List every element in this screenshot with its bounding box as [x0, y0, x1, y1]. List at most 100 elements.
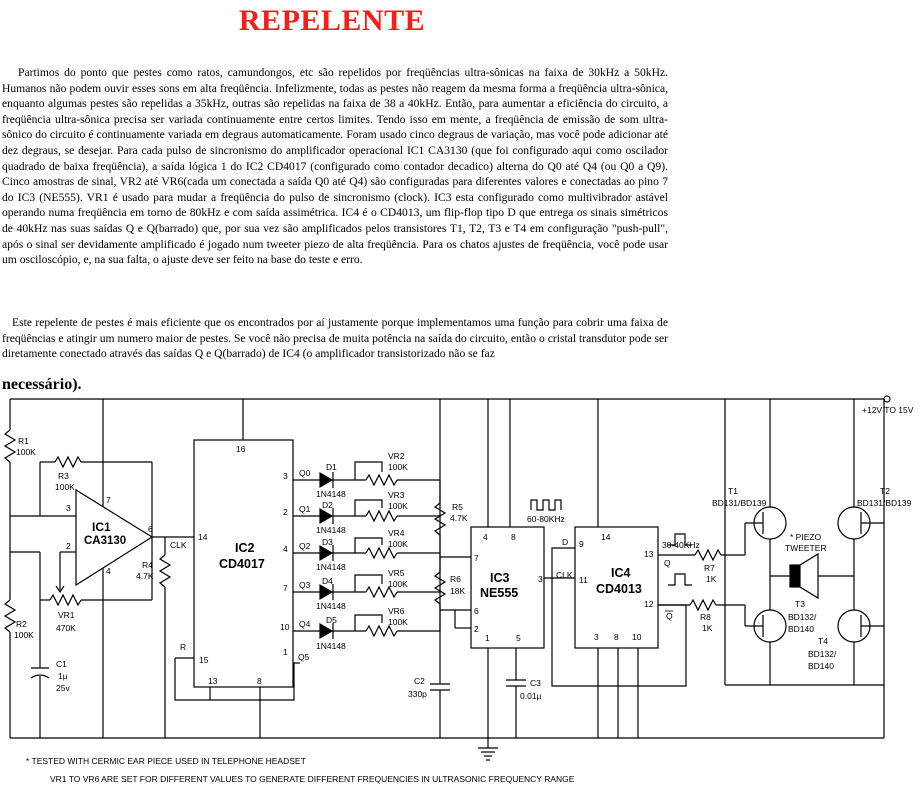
supply-terminal [883, 395, 891, 403]
ic3-pin8: 8 [511, 532, 516, 542]
ic1-pin7: 7 [106, 495, 111, 505]
c2-ref: C2 [414, 676, 425, 686]
ic2-pin13: 13 [208, 676, 218, 686]
c1-voltage: 25v [56, 683, 70, 693]
d1-diode [319, 471, 334, 489]
ic4-qbar-label: Q [666, 611, 673, 621]
vr4-value: 100K [388, 539, 408, 549]
d5-ref: D5 [326, 615, 337, 625]
ic4-part: CD4013 [596, 582, 642, 596]
pot-row-vr5 [333, 574, 440, 599]
d3-diode [319, 544, 334, 562]
vr2-ref: VR2 [388, 451, 405, 461]
ic4-pin9: 9 [579, 539, 584, 549]
ic3-pin3: 3 [538, 574, 543, 584]
d4-diode [319, 583, 334, 601]
ic4-d-label: D [562, 537, 568, 547]
ic1-pin3: 3 [66, 503, 71, 513]
ic2-pin4: 4 [283, 544, 288, 554]
d5-part: 1N4148 [316, 641, 346, 651]
t2-ref: T2 [880, 486, 890, 496]
r5-resistor [433, 502, 447, 536]
vr3-value: 100K [388, 501, 408, 511]
second-paragraph-tail: necessário). [2, 376, 82, 393]
r3-resistor [54, 455, 82, 469]
r1-resistor [3, 429, 17, 463]
r3-value: 100K [55, 482, 75, 492]
d3-part: 1N4148 [316, 562, 346, 572]
r4-ref: R4 [142, 560, 153, 570]
r2-value: 100K [14, 630, 34, 640]
r5-value: 4.7K [450, 513, 468, 523]
d3-ref: D3 [322, 537, 333, 547]
r6-value: 18K [450, 586, 465, 596]
ic1-pin6: 6 [148, 524, 153, 534]
piezo-tweeter [789, 564, 801, 588]
d1-ref: D1 [326, 462, 337, 472]
ic2-pin1: 1 [283, 647, 288, 657]
t3-ref: T3 [795, 599, 805, 609]
ic4-pin13: 13 [644, 549, 654, 559]
piezo-label: * PIEZO [790, 532, 822, 542]
ic4-pin8: 8 [614, 632, 619, 642]
ic2-name: IC2 [235, 541, 255, 555]
tweeter-label: TWEETER [785, 543, 827, 553]
ic4-pin11: 11 [579, 575, 588, 585]
second-paragraph: Este repelente de pestes é mais eficient… [2, 316, 668, 361]
output-q1: Q1 [299, 504, 311, 514]
intro-paragraph: Partimos do ponto que pestes como ratos,… [2, 66, 668, 267]
output-q5: Q5 [298, 652, 310, 662]
vr5-value: 100K [388, 579, 408, 589]
ic3-pin6: 6 [474, 606, 479, 616]
t3-part-1: BD132/ [788, 612, 817, 622]
ic2-pin10: 10 [280, 622, 290, 632]
ic2-pin14: 14 [198, 532, 208, 542]
r6-resistor [433, 571, 447, 605]
ic4-pin14: 14 [601, 532, 611, 542]
c1-ref: C1 [56, 659, 67, 669]
vr1-value: 470K [56, 623, 76, 633]
ic2-pin16: 16 [236, 444, 246, 454]
vr5-ref: VR5 [388, 568, 405, 578]
t4-ref: T4 [818, 636, 828, 646]
pot-row-vr4 [333, 537, 440, 560]
t3-part-2: BD140 [788, 624, 814, 634]
ic2-pin8: 8 [257, 676, 262, 686]
ic1-pin4: 4 [106, 566, 111, 576]
r8-ref: R8 [700, 612, 711, 622]
c3-value: 0.01µ [520, 691, 542, 701]
ic3-frequency: 60-80KHz [527, 514, 565, 524]
ic3-part: NE555 [480, 586, 518, 600]
vr4-ref: VR4 [388, 528, 405, 538]
output-q3: Q3 [299, 580, 311, 590]
r8-resistor [689, 598, 717, 612]
ic4-clk-label: CLK [556, 570, 573, 580]
ic4-q-label: Q [664, 558, 671, 568]
page-title: REPELENTE [238, 4, 426, 37]
r8-value: 1K [702, 623, 713, 633]
ic4-pin10: 10 [632, 632, 642, 642]
ic3-pin7: 7 [474, 553, 479, 563]
ic3-name: IC3 [490, 571, 510, 585]
d2-ref: D2 [322, 500, 333, 510]
ic3-pin5: 5 [516, 633, 521, 643]
output-q4: Q4 [299, 619, 311, 629]
clk1-label: CLK [170, 540, 187, 550]
ic4-name: IC4 [611, 566, 631, 580]
t4-part-2: BD140 [808, 661, 834, 671]
r7-ref: R7 [704, 563, 715, 573]
pot-row-vr6 [333, 614, 440, 638]
pot-row-vr3 [333, 499, 440, 523]
ic2-part: CD4017 [219, 557, 265, 571]
vr1-ref: VR1 [58, 610, 75, 620]
d2-diode [319, 507, 334, 525]
ic2-pin3: 3 [283, 471, 288, 481]
ic3-pin4: 4 [483, 532, 488, 542]
ic4-flipflop [574, 526, 659, 649]
r4-value: 4.7K [136, 571, 154, 581]
ic4-frequency: 30-40KHz [662, 540, 700, 550]
ic4-waveform-q [668, 533, 692, 546]
ic3-timer [470, 526, 545, 649]
ic4-waveform-qbar [668, 573, 692, 586]
